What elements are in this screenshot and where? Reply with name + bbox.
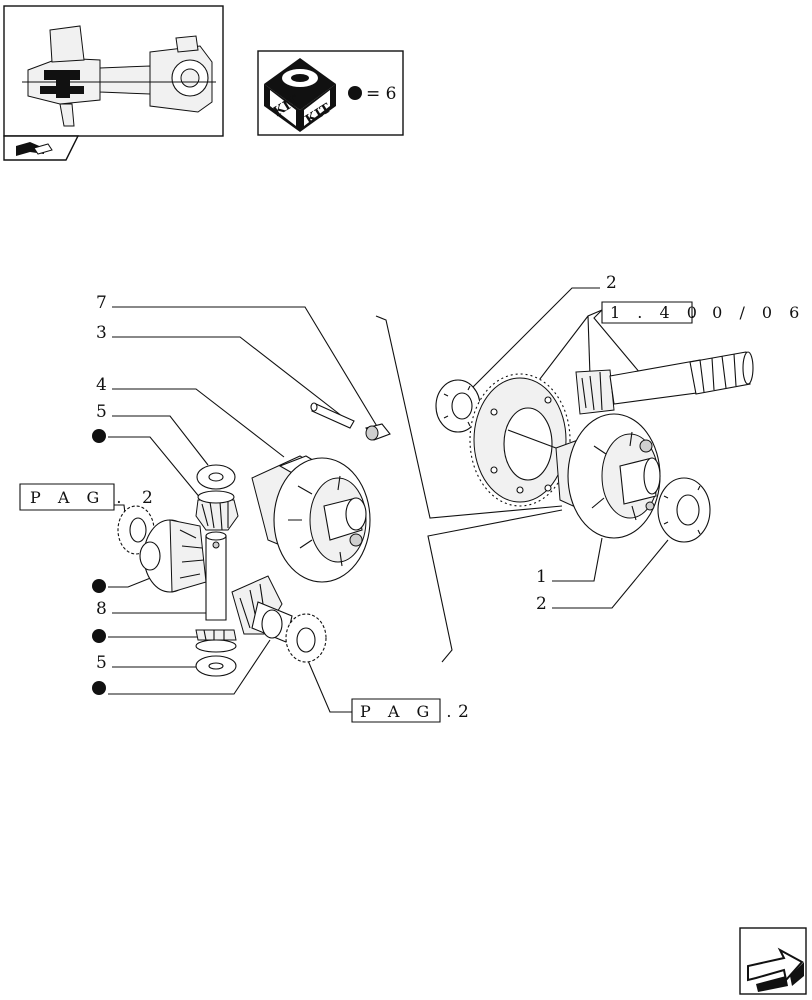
- callout-4: 4: [96, 375, 107, 395]
- pinion-gear-bottom: [195, 629, 237, 653]
- callout-3: 3: [96, 323, 107, 343]
- pinion-shaft: [575, 351, 754, 415]
- callout-2-bottom: 2: [536, 594, 547, 614]
- callout-8: 8: [96, 599, 107, 619]
- thrust-washer-part-5-top: [196, 464, 236, 490]
- callout-2-top: 2: [606, 273, 617, 293]
- svg-text:1 . 4 0: 1 . 4 0: [610, 303, 703, 322]
- svg-text:. 0 / 0 6: . 0 / 0 6: [690, 303, 805, 322]
- axle-thumbnail[interactable]: [3, 5, 224, 161]
- kit-dot-marker: [92, 629, 106, 643]
- svg-text:P A G .: P A G .: [360, 702, 457, 721]
- bearing-part-2-bottom: [657, 477, 711, 543]
- kit-legend: KIT KIT = 6: [257, 50, 404, 136]
- pin-part-3: [310, 402, 355, 429]
- kit-dot-marker: [92, 579, 106, 593]
- group-connector-top: [375, 315, 563, 519]
- book-icon: [16, 142, 53, 156]
- bushing-part-7: [365, 423, 391, 441]
- side-gear-left: [139, 519, 207, 593]
- kit-dot-marker: [92, 429, 106, 443]
- kit-dot-icon: [348, 86, 362, 100]
- differential-case-part-4: [251, 455, 371, 583]
- thrust-washer-part-5-bottom: [195, 655, 237, 677]
- thrust-washer-left: [117, 505, 155, 555]
- callout-5-top: 5: [96, 402, 107, 422]
- axle-assembly-icon: [22, 25, 216, 127]
- kit-dot-marker: [92, 681, 106, 695]
- callout-7: 7: [96, 293, 107, 313]
- side-gear-right: [231, 575, 293, 643]
- pinion-gear-top: [195, 490, 239, 531]
- kit-quantity: = 6: [366, 84, 396, 104]
- cross-shaft-part-8: [205, 531, 227, 621]
- page-ref-right[interactable]: 1 . 4 0 . 0 / 0 6: [529, 301, 805, 393]
- next-page-arrow-icon: [747, 947, 804, 992]
- differential-housing-part-1: [507, 413, 661, 539]
- thrust-washer-bottom: [285, 613, 327, 663]
- page-ref-bottom[interactable]: P A G . 2: [305, 655, 469, 723]
- svg-text:P A G .: P A G .: [30, 488, 127, 507]
- svg-text:2: 2: [458, 702, 469, 722]
- bearing-part-2-top: [435, 379, 481, 433]
- ring-gear: [469, 373, 571, 507]
- group-connector-bottom: [427, 509, 563, 663]
- callout-5-bottom: 5: [96, 653, 107, 673]
- kit-boxes-icon: KIT KIT: [264, 58, 336, 132]
- svg-text:2: 2: [142, 488, 153, 508]
- next-page-button[interactable]: [739, 927, 807, 995]
- callout-1: 1: [536, 567, 547, 587]
